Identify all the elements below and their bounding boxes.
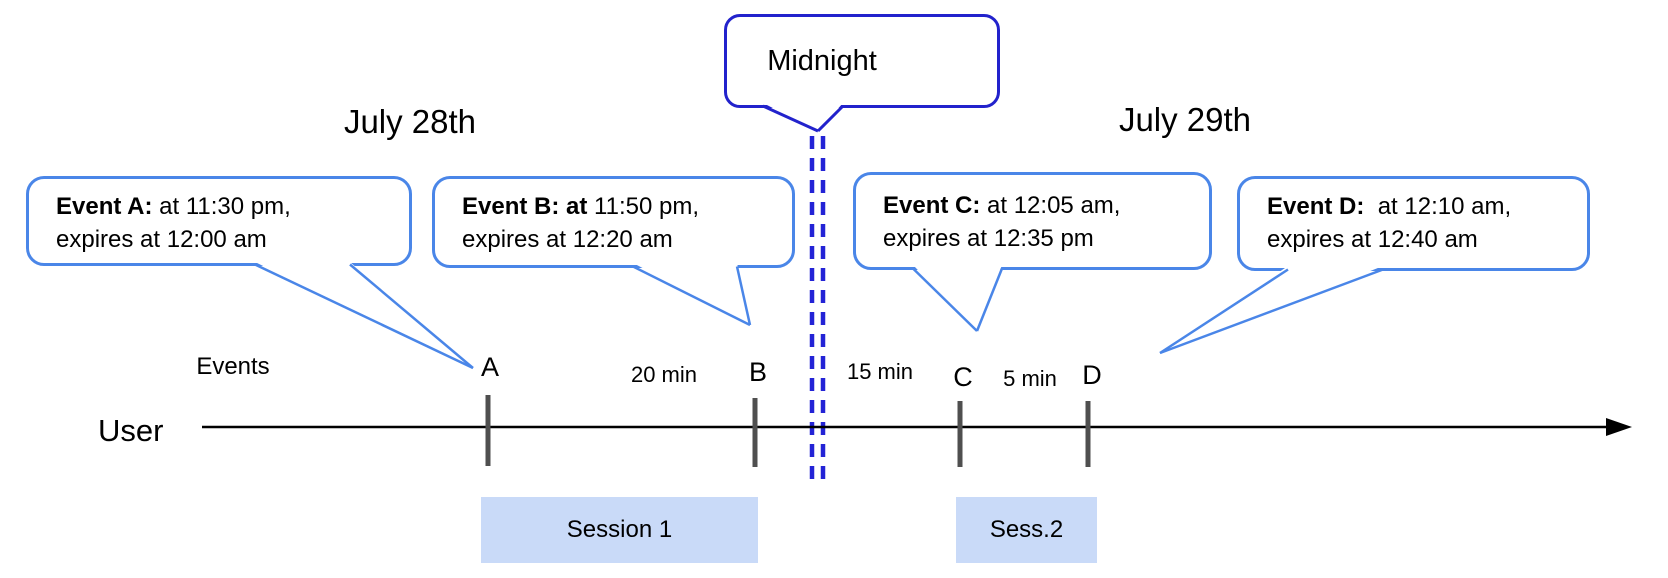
event-b-line1: Event B: at 11:50 pm, — [462, 193, 699, 220]
event-c-line1: Event C: at 12:05 am, — [883, 192, 1121, 219]
event-c-line2: expires at 12:35 pm — [883, 225, 1094, 252]
interval-15min-label: 15 min — [846, 359, 914, 384]
tick-label-d: D — [1082, 360, 1102, 390]
event-d-line2: expires at 12:40 am — [1267, 226, 1478, 253]
event-a-line2: expires at 12:00 am — [56, 226, 267, 253]
callout-d-tail — [1159, 266, 1384, 355]
session-2-box: Sess.2 — [956, 497, 1097, 563]
callout-event-a: Event A: at 11:30 pm, expires at 12:00 a… — [26, 176, 412, 266]
events-row-label: Events — [196, 353, 270, 380]
arrowhead-icon — [1606, 418, 1632, 436]
user-row-label: User — [98, 413, 164, 448]
interval-5min-label: 5 min — [1003, 366, 1057, 391]
date-title-july-28: July 28th — [343, 103, 477, 140]
session-2-label: Sess.2 — [989, 516, 1064, 543]
callout-event-b: Event B: at 11:50 pm, expires at 12:20 a… — [432, 176, 795, 268]
session-1-box: Session 1 — [481, 497, 758, 563]
tick-label-a: A — [480, 352, 499, 382]
session-1-label: Session 1 — [566, 516, 673, 543]
interval-20min-label: 20 min — [630, 362, 698, 387]
midnight-callout: Midnight — [724, 14, 1000, 108]
callout-b-tail — [632, 263, 752, 327]
event-d-line1: Event D: at 12:10 am, — [1267, 193, 1512, 220]
timeline-arrow — [202, 418, 1632, 436]
tick-label-b: B — [748, 357, 767, 387]
event-b-line2: expires at 12:20 am — [462, 226, 673, 253]
callout-event-c: Event C: at 12:05 am, expires at 12:35 p… — [853, 172, 1212, 270]
tick-label-c: C — [953, 362, 973, 392]
midnight-label: Midnight — [767, 44, 877, 77]
date-title-july-29: July 29th — [1118, 101, 1252, 138]
callout-c-tail — [912, 265, 1004, 332]
callout-event-d: Event D: at 12:10 am, expires at 12:40 a… — [1237, 176, 1590, 271]
event-a-line1: Event A: at 11:30 pm, — [56, 193, 291, 220]
midnight-divider-line — [809, 136, 826, 488]
